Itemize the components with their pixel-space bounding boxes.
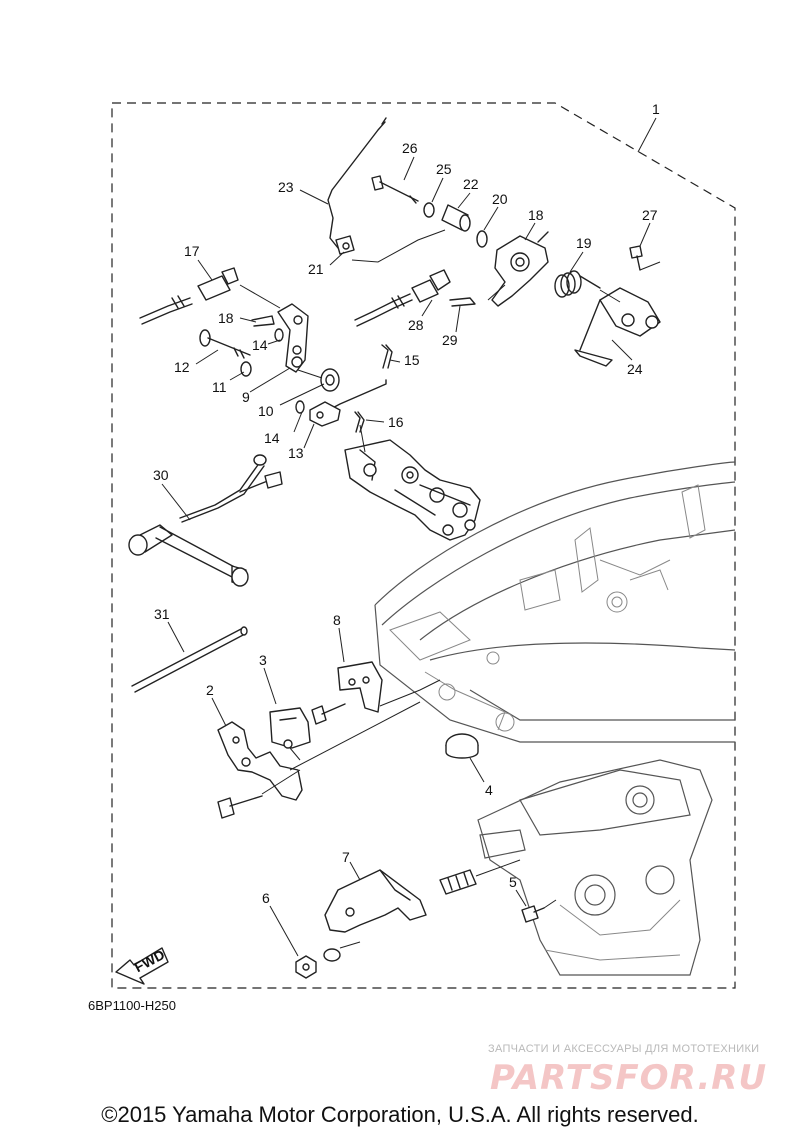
washer-26: [423, 202, 435, 218]
callout-14a: 14: [252, 337, 268, 353]
return-spring: [554, 270, 601, 298]
callout-7: 7: [342, 849, 350, 865]
bolt-plate: [311, 703, 346, 725]
cap-4: [445, 733, 479, 759]
callout-18: 18: [218, 310, 234, 326]
callout-20: 19: [576, 235, 592, 251]
callout-5: 5: [509, 874, 517, 890]
washer-21: [476, 230, 488, 248]
callout-numbers: 1 26 25 22 20 18 19 27 24 23 21 17 18 14…: [153, 101, 660, 906]
callout-19: 18: [528, 207, 544, 223]
rod-32: [131, 627, 246, 693]
screw-28: [629, 245, 643, 271]
callout-23: 22: [463, 176, 479, 192]
shift-cable: [139, 267, 239, 325]
cotter-pin-15: [381, 344, 393, 369]
callout-17: 17: [184, 243, 200, 259]
cotter-pin-16: [354, 411, 365, 433]
callout-13: 13: [288, 445, 304, 461]
callout-25: 24: [627, 361, 643, 377]
callout-29: 28: [408, 317, 424, 333]
pivot-bolt: [371, 175, 419, 204]
link-13: [309, 401, 341, 427]
callout-31: 30: [153, 467, 169, 483]
bottom-cowling: [374, 461, 736, 743]
throttle-cable: [354, 269, 451, 327]
callout-15: 15: [404, 352, 420, 368]
rod-joint: [335, 235, 355, 255]
clip-30: [449, 297, 476, 307]
copyright-notice: ©2015 Yamaha Motor Corporation, U.S.A. A…: [101, 1102, 699, 1127]
bracket-2: [217, 721, 303, 801]
forward-arrow-icon: FWD: [115, 946, 169, 985]
shift-lever: [277, 303, 309, 373]
callout-6: 6: [262, 890, 270, 906]
grease-nipple: [521, 905, 545, 923]
watermark-brand-logo: PARTSFOR.RU: [490, 1058, 768, 1098]
callout-27: 26: [402, 140, 418, 156]
callout-3: 3: [259, 652, 267, 668]
washer-14b: [295, 400, 305, 414]
callout-1: 1: [652, 101, 660, 117]
drawing-code: 6BP1100-H250: [88, 998, 176, 1013]
callout-4: 4: [485, 782, 493, 798]
callout-10: 10: [258, 403, 274, 419]
clip-18: [251, 315, 275, 327]
callout-14b: 14: [264, 430, 280, 446]
callout-16: 16: [388, 414, 404, 430]
washer-11: [240, 361, 252, 377]
neutral-switch: [128, 454, 283, 587]
callout-2: 2: [206, 682, 214, 698]
pivot-pin: [439, 869, 477, 895]
callout-11: 11: [212, 379, 227, 395]
throttle-lever: [491, 231, 549, 307]
callout-8: 8: [333, 612, 341, 628]
roller-10: [320, 368, 340, 392]
throttle-rod: [327, 121, 386, 249]
callout-22: 21: [308, 261, 324, 277]
callout-leaders: [161, 117, 657, 957]
swivel-bracket: [477, 759, 713, 976]
callout-32: 31: [154, 606, 170, 622]
stopper-bracket: [324, 869, 427, 933]
bolt-bracket: [217, 795, 263, 819]
assembly-boundary: [111, 102, 736, 989]
cam-plate: [269, 707, 311, 749]
callout-9: 9: [242, 389, 250, 405]
plate-8: [337, 661, 383, 713]
shift-assembly: [344, 439, 481, 541]
bolt-12: [199, 329, 251, 359]
washer-nut: [323, 948, 341, 962]
nut-6: [295, 955, 317, 979]
washer-14a: [274, 328, 284, 342]
watermark-caption: ЗАПЧАСТИ И АКСЕССУАРЫ ДЛЯ МОТОТЕХНИКИ: [488, 1043, 760, 1055]
callout-28: 27: [642, 207, 658, 223]
assembly-lines: [239, 229, 661, 949]
callout-30: 29: [442, 332, 458, 348]
control-bracket: [574, 287, 661, 367]
callout-24: 23: [278, 179, 294, 195]
callout-12: 12: [174, 359, 190, 375]
callout-21: 20: [492, 191, 508, 207]
callout-26: 25: [436, 161, 452, 177]
